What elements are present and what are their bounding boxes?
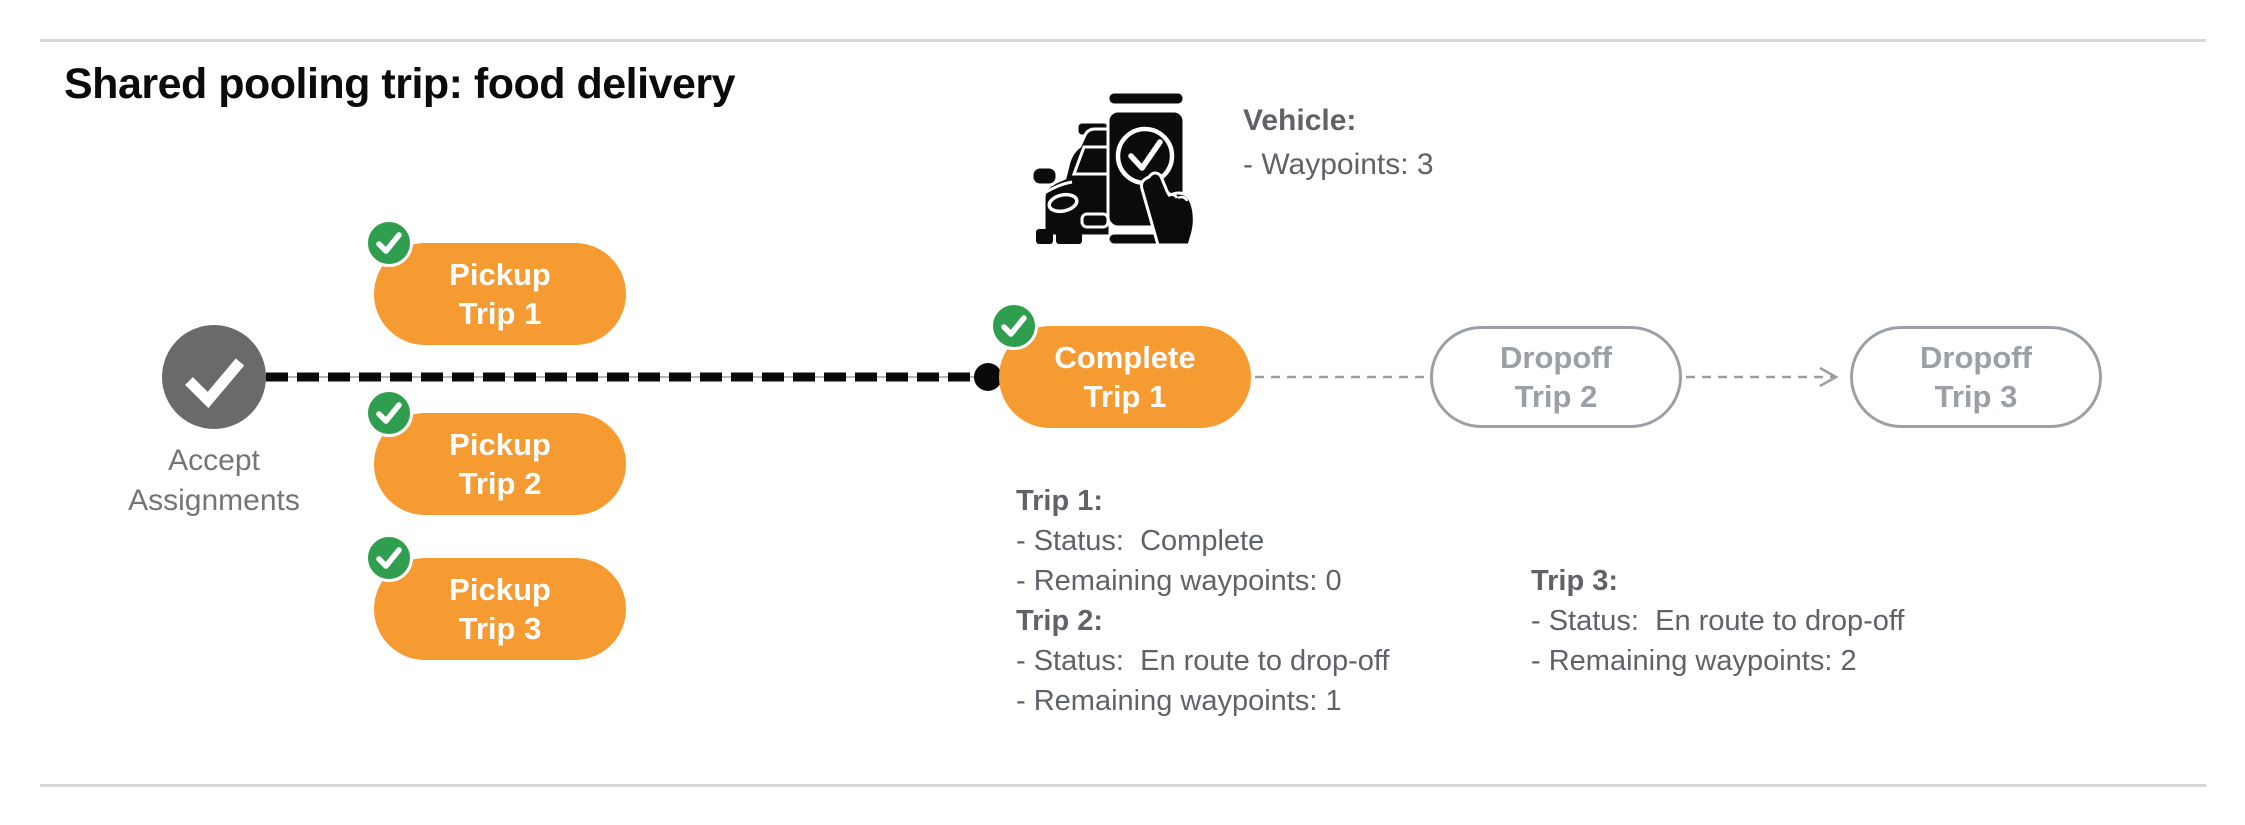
dropoff-trip-3-pill: Dropoff Trip 3: [1850, 326, 2102, 428]
dropoff-trip-3-line2: Trip 3: [1934, 379, 2018, 414]
car-phone-check-icon: [1030, 90, 1196, 246]
pickup-trip-3-line1: Pickup: [449, 572, 551, 607]
trip-2-remaining-waypoints: - Remaining waypoints: 1: [1016, 685, 1342, 717]
trip-3-status-block: Trip 3: - Status: En route to drop-off -…: [1531, 561, 1904, 681]
trip-1-status: - Status: Complete: [1016, 525, 1265, 557]
complete-trip-1-pill: Complete Trip 1: [990, 302, 1251, 428]
page-title: Shared pooling trip: food delivery: [64, 60, 736, 108]
pickup-trip-3-line2: Trip 3: [458, 611, 542, 646]
accept-assignments-label: Accept Assignments: [84, 441, 344, 521]
trip-2-status: - Status: En route to drop-off: [1016, 645, 1390, 677]
dropoff-trip-3-line1: Dropoff: [1920, 340, 2032, 375]
accept-assignments-node: [162, 325, 266, 429]
bottom-divider: [40, 784, 2206, 787]
hand-shape: [1140, 171, 1196, 246]
trip-3-status: - Status: En route to drop-off: [1531, 605, 1905, 637]
top-divider: [40, 39, 2206, 42]
pickup-trip-2-line1: Pickup: [449, 427, 551, 462]
check-badge-icon: [990, 302, 1038, 350]
dropoff-trip-2-line1: Dropoff: [1500, 340, 1612, 375]
complete-trip-1-line1: Complete: [1054, 340, 1196, 375]
dropoff-trip-2-line2: Trip 2: [1514, 379, 1598, 414]
pickup-trip-2-pill: Pickup Trip 2: [365, 389, 626, 515]
dropoff-trip-2-pill: Dropoff Trip 2: [1430, 326, 1682, 428]
accept-assignments-label-line1: Accept: [168, 444, 260, 477]
vehicle-label: Vehicle:: [1243, 104, 1357, 137]
pickup-trip-1-line2: Trip 1: [458, 296, 542, 331]
pickup-trip-1-line1: Pickup: [449, 257, 551, 292]
trip-2-heading: Trip 2:: [1016, 605, 1104, 637]
vehicle-waypoints: - Waypoints: 3: [1243, 148, 1434, 181]
check-badge-icon: [365, 219, 413, 267]
check-badge-icon: [365, 389, 413, 437]
current-position-dot: [974, 363, 1002, 391]
complete-trip-1-line2: Trip 1: [1083, 379, 1167, 414]
accept-assignments-label-line2: Assignments: [128, 484, 300, 517]
trip-3-heading: Trip 3:: [1531, 565, 1619, 597]
arrowhead-icon: [1819, 366, 1839, 388]
trip-1-2-status-block: Trip 1: - Status: Complete - Remaining w…: [1016, 481, 1389, 721]
trip-3-remaining-waypoints: - Remaining waypoints: 2: [1531, 645, 1857, 677]
pickup-trip-3-pill: Pickup Trip 3: [365, 534, 626, 660]
check-icon: [185, 358, 245, 409]
trip-1-heading: Trip 1:: [1016, 485, 1104, 517]
trip-1-remaining-waypoints: - Remaining waypoints: 0: [1016, 565, 1342, 597]
pickup-trip-2-line2: Trip 2: [458, 466, 542, 501]
pickup-trip-1-pill: Pickup Trip 1: [365, 219, 626, 345]
check-badge-icon: [365, 534, 413, 582]
car-shape: [1030, 120, 1112, 244]
